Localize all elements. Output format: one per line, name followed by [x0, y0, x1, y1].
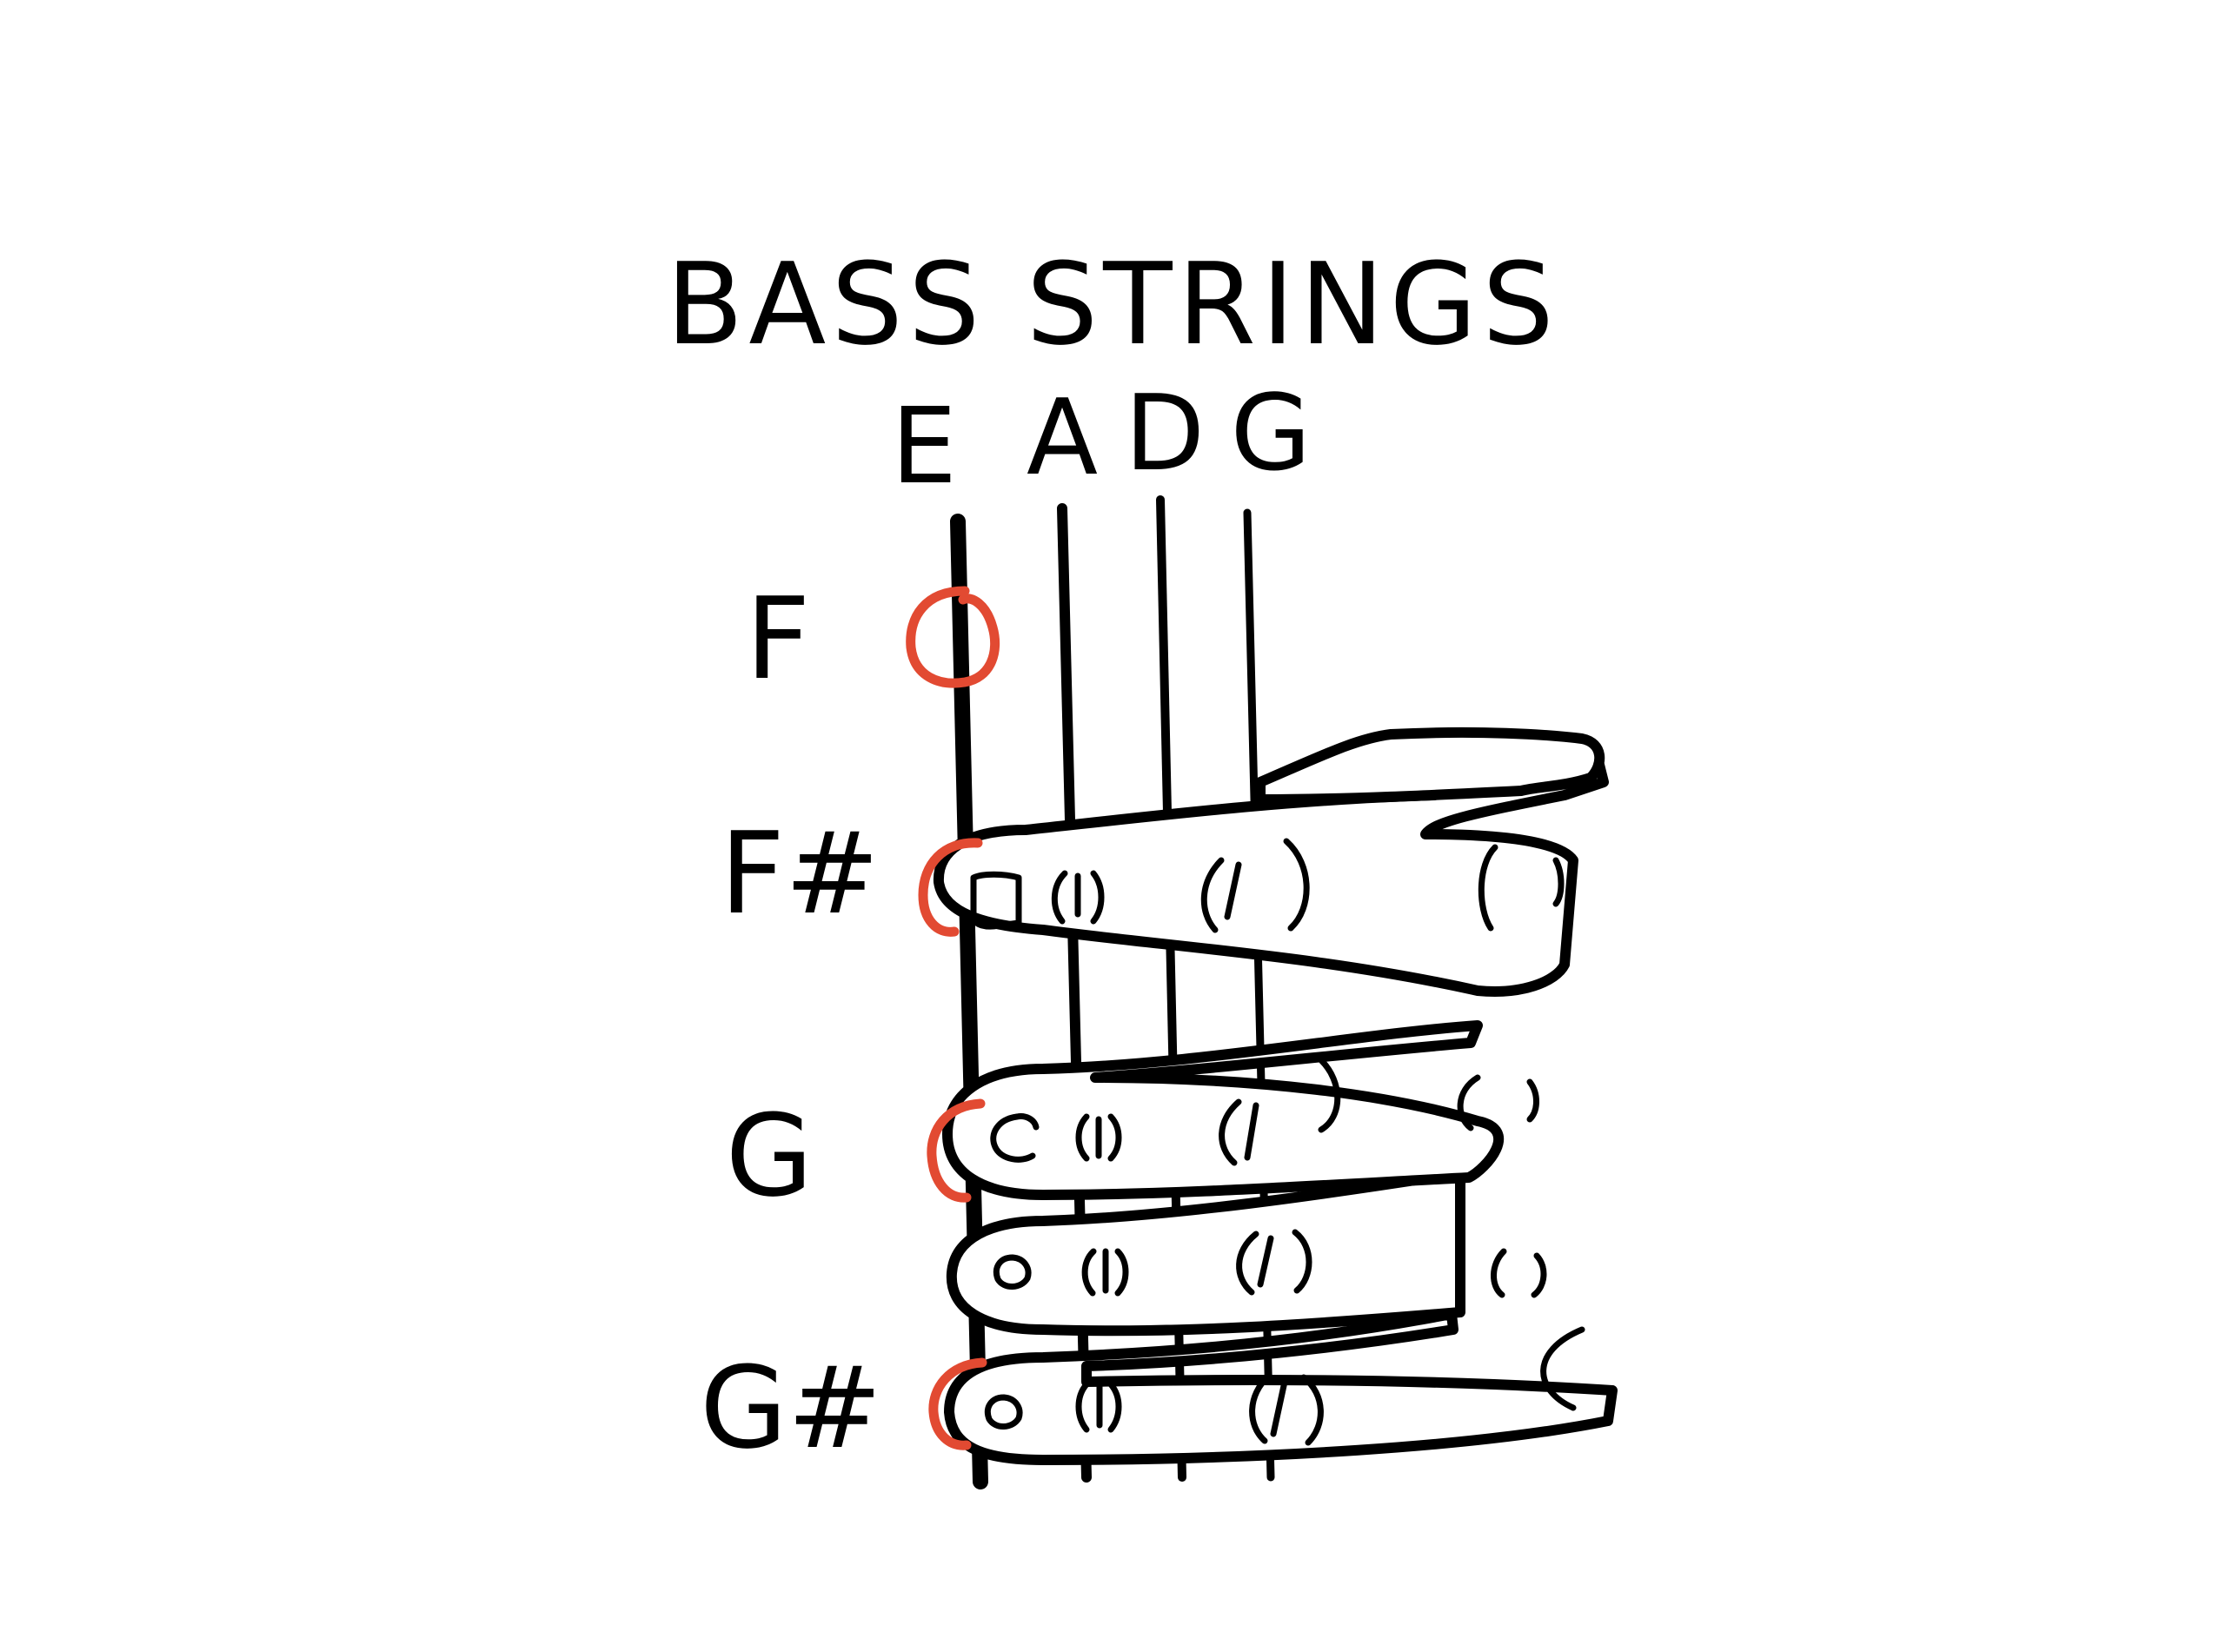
note-label-g-sharp: G#: [700, 1342, 882, 1474]
pinky-finger: [944, 1309, 1618, 1465]
string-g: [1243, 508, 1275, 1482]
note-label-g: G: [726, 1090, 814, 1222]
string-label-a: A: [1027, 378, 1098, 499]
note-label-f-sharp: F#: [720, 807, 880, 939]
string-label-e: E: [891, 387, 957, 508]
middle-nail: [990, 1113, 1036, 1163]
pinky-nail: [984, 1394, 1023, 1430]
fretting-hand: [933, 726, 1618, 1465]
index-nail: [970, 871, 1022, 930]
index-finger: [933, 753, 1609, 997]
fret-markers: [906, 586, 1000, 1450]
string-label-d: D: [1125, 374, 1205, 494]
string-e: [950, 514, 988, 1489]
ring-finger: [946, 1168, 1547, 1337]
middle-finger: [942, 1020, 1539, 1200]
fret-marker-g-sharp: [928, 1357, 987, 1450]
ring-nail: [993, 1254, 1032, 1290]
thumb: [1255, 726, 1605, 805]
note-label-f: F: [746, 573, 811, 705]
string-label-g: G: [1231, 374, 1312, 494]
diagram-title: BASS STRINGS: [666, 238, 1559, 370]
fret-marker-f: [906, 586, 1000, 688]
fret-marker-f-sharp: [918, 838, 983, 937]
fret-marker-g: [927, 1098, 986, 1203]
